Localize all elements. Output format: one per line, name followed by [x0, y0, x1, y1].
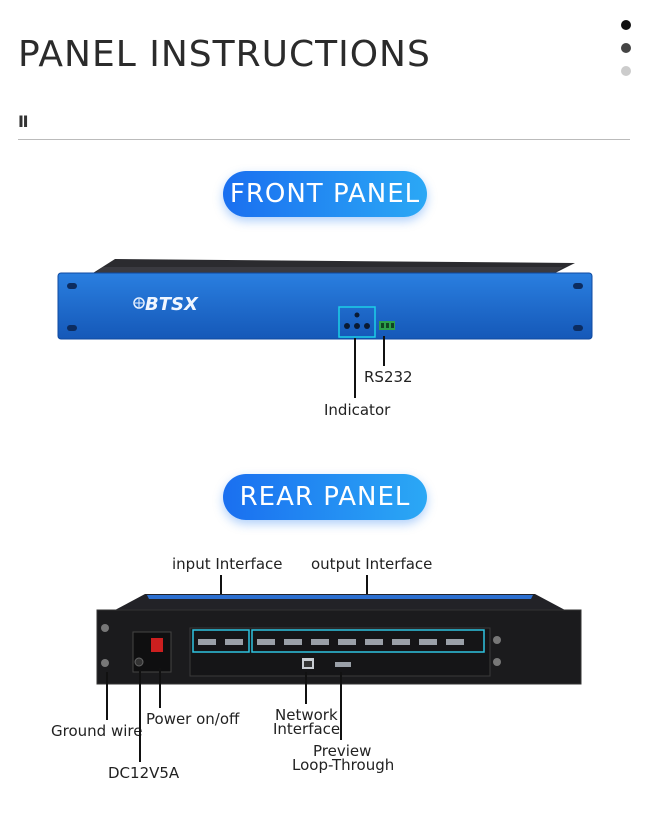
page-indicator-dots: [620, 20, 632, 80]
preview-label-1: Preview: [313, 742, 372, 760]
front-panel-device: [57, 259, 593, 340]
brand-logo-text: BTSX: [145, 294, 198, 315]
dc-callout-line: [139, 670, 141, 762]
dot-2[interactable]: [621, 43, 631, 53]
ground-wire-label: Ground wire: [51, 722, 143, 740]
power-callout-line: [159, 668, 161, 708]
preview-label-2: Loop-Through: [292, 756, 395, 774]
dc-power-label: DC12V5A: [108, 764, 180, 782]
preview-callout-line: [340, 672, 342, 740]
network-label-2: Interface: [273, 720, 341, 738]
network-callout-line: [305, 672, 307, 704]
divider: [18, 139, 630, 140]
rear-panel-pill: REAR PANEL: [223, 474, 427, 520]
indicator-label: Indicator: [324, 401, 391, 419]
indicator-callout-line: [354, 338, 356, 398]
section-mark: Ⅱ: [18, 112, 29, 131]
input-interface-label: input Interface: [172, 555, 283, 573]
brand-logo-icon: [133, 297, 145, 309]
rs232-label: RS232: [364, 368, 413, 386]
ground-callout-line: [106, 672, 108, 720]
dot-active[interactable]: [621, 20, 631, 30]
dot-3[interactable]: [621, 66, 631, 76]
output-interface-label: output Interface: [311, 555, 433, 573]
page-title: PANEL INSTRUCTIONS: [18, 34, 431, 75]
rear-panel-device: [96, 594, 582, 685]
rs232-callout-line: [383, 336, 385, 366]
front-panel-pill: FRONT PANEL: [223, 171, 427, 217]
power-onoff-label: Power on/off: [146, 710, 240, 728]
network-label-1: Network: [275, 706, 338, 724]
